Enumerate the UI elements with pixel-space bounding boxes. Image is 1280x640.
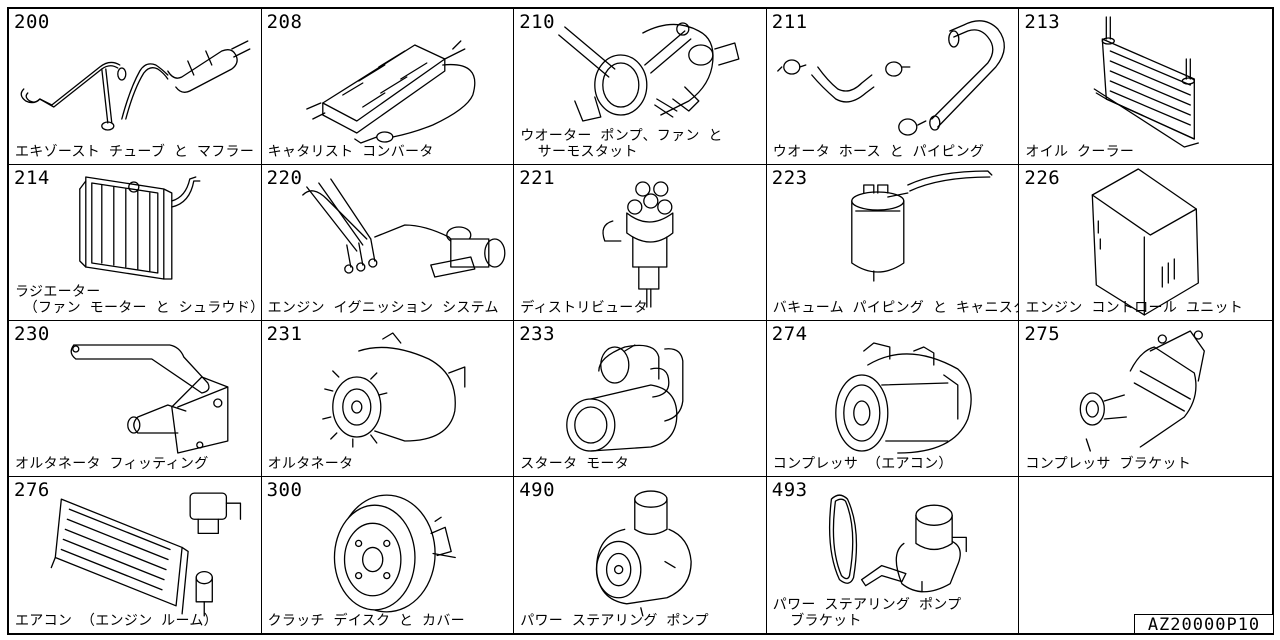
category-number: 233	[519, 323, 556, 345]
ignition-system-icon	[301, 178, 506, 278]
category-cell-220[interactable]: 220 エンジン イグニッション システム	[261, 165, 515, 321]
category-cell-226[interactable]: 226 エンジン コントロール ユニット	[1019, 165, 1272, 321]
clutch-disc-icon	[333, 494, 456, 613]
category-number: 214	[14, 167, 50, 189]
power-steering-bracket-icon	[828, 494, 967, 593]
category-label: オルタネータ	[267, 456, 354, 472]
empty-cell	[1019, 477, 1272, 633]
category-label: エアコン （エンジン ルーム）	[15, 613, 218, 629]
category-cell-210[interactable]: 210 ウオーター ポンプ、ファン と サーモスタット	[514, 9, 767, 165]
category-number: 213	[1024, 11, 1061, 33]
alternator-icon	[321, 332, 466, 448]
category-label: ラジエーター （ファン モーター と シュラウド）	[15, 284, 262, 316]
power-steering-pump-icon	[596, 490, 692, 617]
category-label: エキゾースト チューブ と マフラー	[15, 144, 255, 160]
water-hose-icon	[776, 20, 1005, 136]
category-label: オイル クーラー	[1025, 144, 1135, 160]
category-cell-214[interactable]: 214 ラジエーター （ファン モーター と シュラウド）	[9, 165, 262, 321]
category-label: エンジン イグニッション システム	[267, 300, 499, 316]
category-cell-274[interactable]: 274 コンプレッサ （エアコン）	[766, 321, 1020, 477]
compressor-bracket-icon	[1080, 330, 1206, 452]
category-cell-233[interactable]: 233 スタータ モータ	[514, 321, 767, 477]
category-label: ディストリビュータ	[520, 300, 648, 316]
ac-condenser-icon	[50, 492, 242, 617]
category-number: 210	[519, 11, 556, 33]
ac-compressor-icon	[834, 342, 972, 454]
engine-control-unit-icon	[1092, 168, 1200, 316]
category-label: パワー ステアリング ポンプ ブラケット	[772, 597, 962, 629]
category-number: 223	[771, 167, 808, 189]
category-label: パワー ステアリング ポンプ	[520, 613, 709, 629]
category-cell-211[interactable]: 211 ウオータ ホース と パイピング	[766, 9, 1020, 165]
category-label: エンジン コントロール ユニット	[1025, 300, 1244, 316]
radiator-icon	[79, 176, 201, 280]
category-label: クラッチ デイスク と カバー	[267, 613, 465, 629]
category-number: 230	[14, 323, 50, 345]
category-cell-208[interactable]: 208 キャタリスト コンバータ	[261, 9, 515, 165]
category-number: 220	[266, 167, 303, 189]
category-number: 208	[266, 11, 303, 33]
category-number: 211	[771, 11, 808, 33]
category-number: 493	[771, 479, 808, 501]
category-cell-493[interactable]: 493 パワー ステアリング ポンプ ブラケット	[767, 477, 1020, 633]
catalytic-converter-icon	[305, 40, 476, 144]
category-label: ウオーター ポンプ、ファン と サーモスタット	[520, 128, 723, 160]
category-cell-230[interactable]: 230 オルタネータ フィッティング	[9, 321, 262, 477]
category-number: 221	[519, 167, 556, 189]
category-cell-223[interactable]: 223 バキューム パイピング と キャニスタ	[766, 165, 1020, 321]
exhaust-muffler-icon	[20, 40, 251, 131]
category-label: オルタネータ フィッティング	[15, 456, 209, 472]
vacuum-canister-icon	[850, 170, 993, 282]
alternator-bracket-icon	[70, 344, 229, 454]
category-cell-490[interactable]: 490 パワー ステアリング ポンプ	[514, 477, 767, 633]
oil-cooler-icon	[1094, 16, 1200, 148]
category-label: キャタリスト コンバータ	[267, 144, 434, 160]
category-label: バキューム パイピング と キャニスタ	[772, 300, 1020, 316]
category-cell-300[interactable]: 300 クラッチ デイスク と カバー	[262, 477, 515, 633]
category-cell-200[interactable]: 200 エキゾースト チューブ と マフラー	[9, 9, 262, 165]
category-cell-275[interactable]: 275 コンプレッサ ブラケット	[1019, 321, 1272, 477]
category-label: スタータ モータ	[520, 456, 630, 472]
category-label: ウオータ ホース と パイピング	[772, 144, 985, 160]
parts-category-grid: 200 エキゾースト チューブ と マフラー 208 キャタリスト コンバータ	[7, 7, 1274, 635]
category-cell-221[interactable]: 221 ディストリビュータ	[514, 165, 767, 321]
category-number: 200	[14, 11, 50, 33]
category-number: 490	[519, 479, 556, 501]
category-number: 300	[266, 479, 303, 501]
category-cell-231[interactable]: 231 オルタネータ	[261, 321, 515, 477]
distributor-icon	[602, 181, 674, 308]
water-pump-fan-icon	[558, 22, 740, 122]
diagram-code: AZ20000P10	[1134, 614, 1274, 635]
starter-motor-icon	[566, 344, 684, 452]
category-number: 275	[1024, 323, 1061, 345]
category-label: コンプレッサ ブラケット	[1025, 456, 1191, 472]
category-number: 274	[771, 323, 808, 345]
category-number: 226	[1024, 167, 1061, 189]
category-number: 276	[14, 479, 50, 501]
category-cell-213[interactable]: 213 オイル クーラー	[1019, 9, 1272, 165]
category-cell-276[interactable]: 276 エアコン （エンジン ルーム）	[9, 477, 262, 633]
category-label: コンプレッサ （エアコン）	[772, 456, 953, 472]
category-number: 231	[266, 323, 303, 345]
